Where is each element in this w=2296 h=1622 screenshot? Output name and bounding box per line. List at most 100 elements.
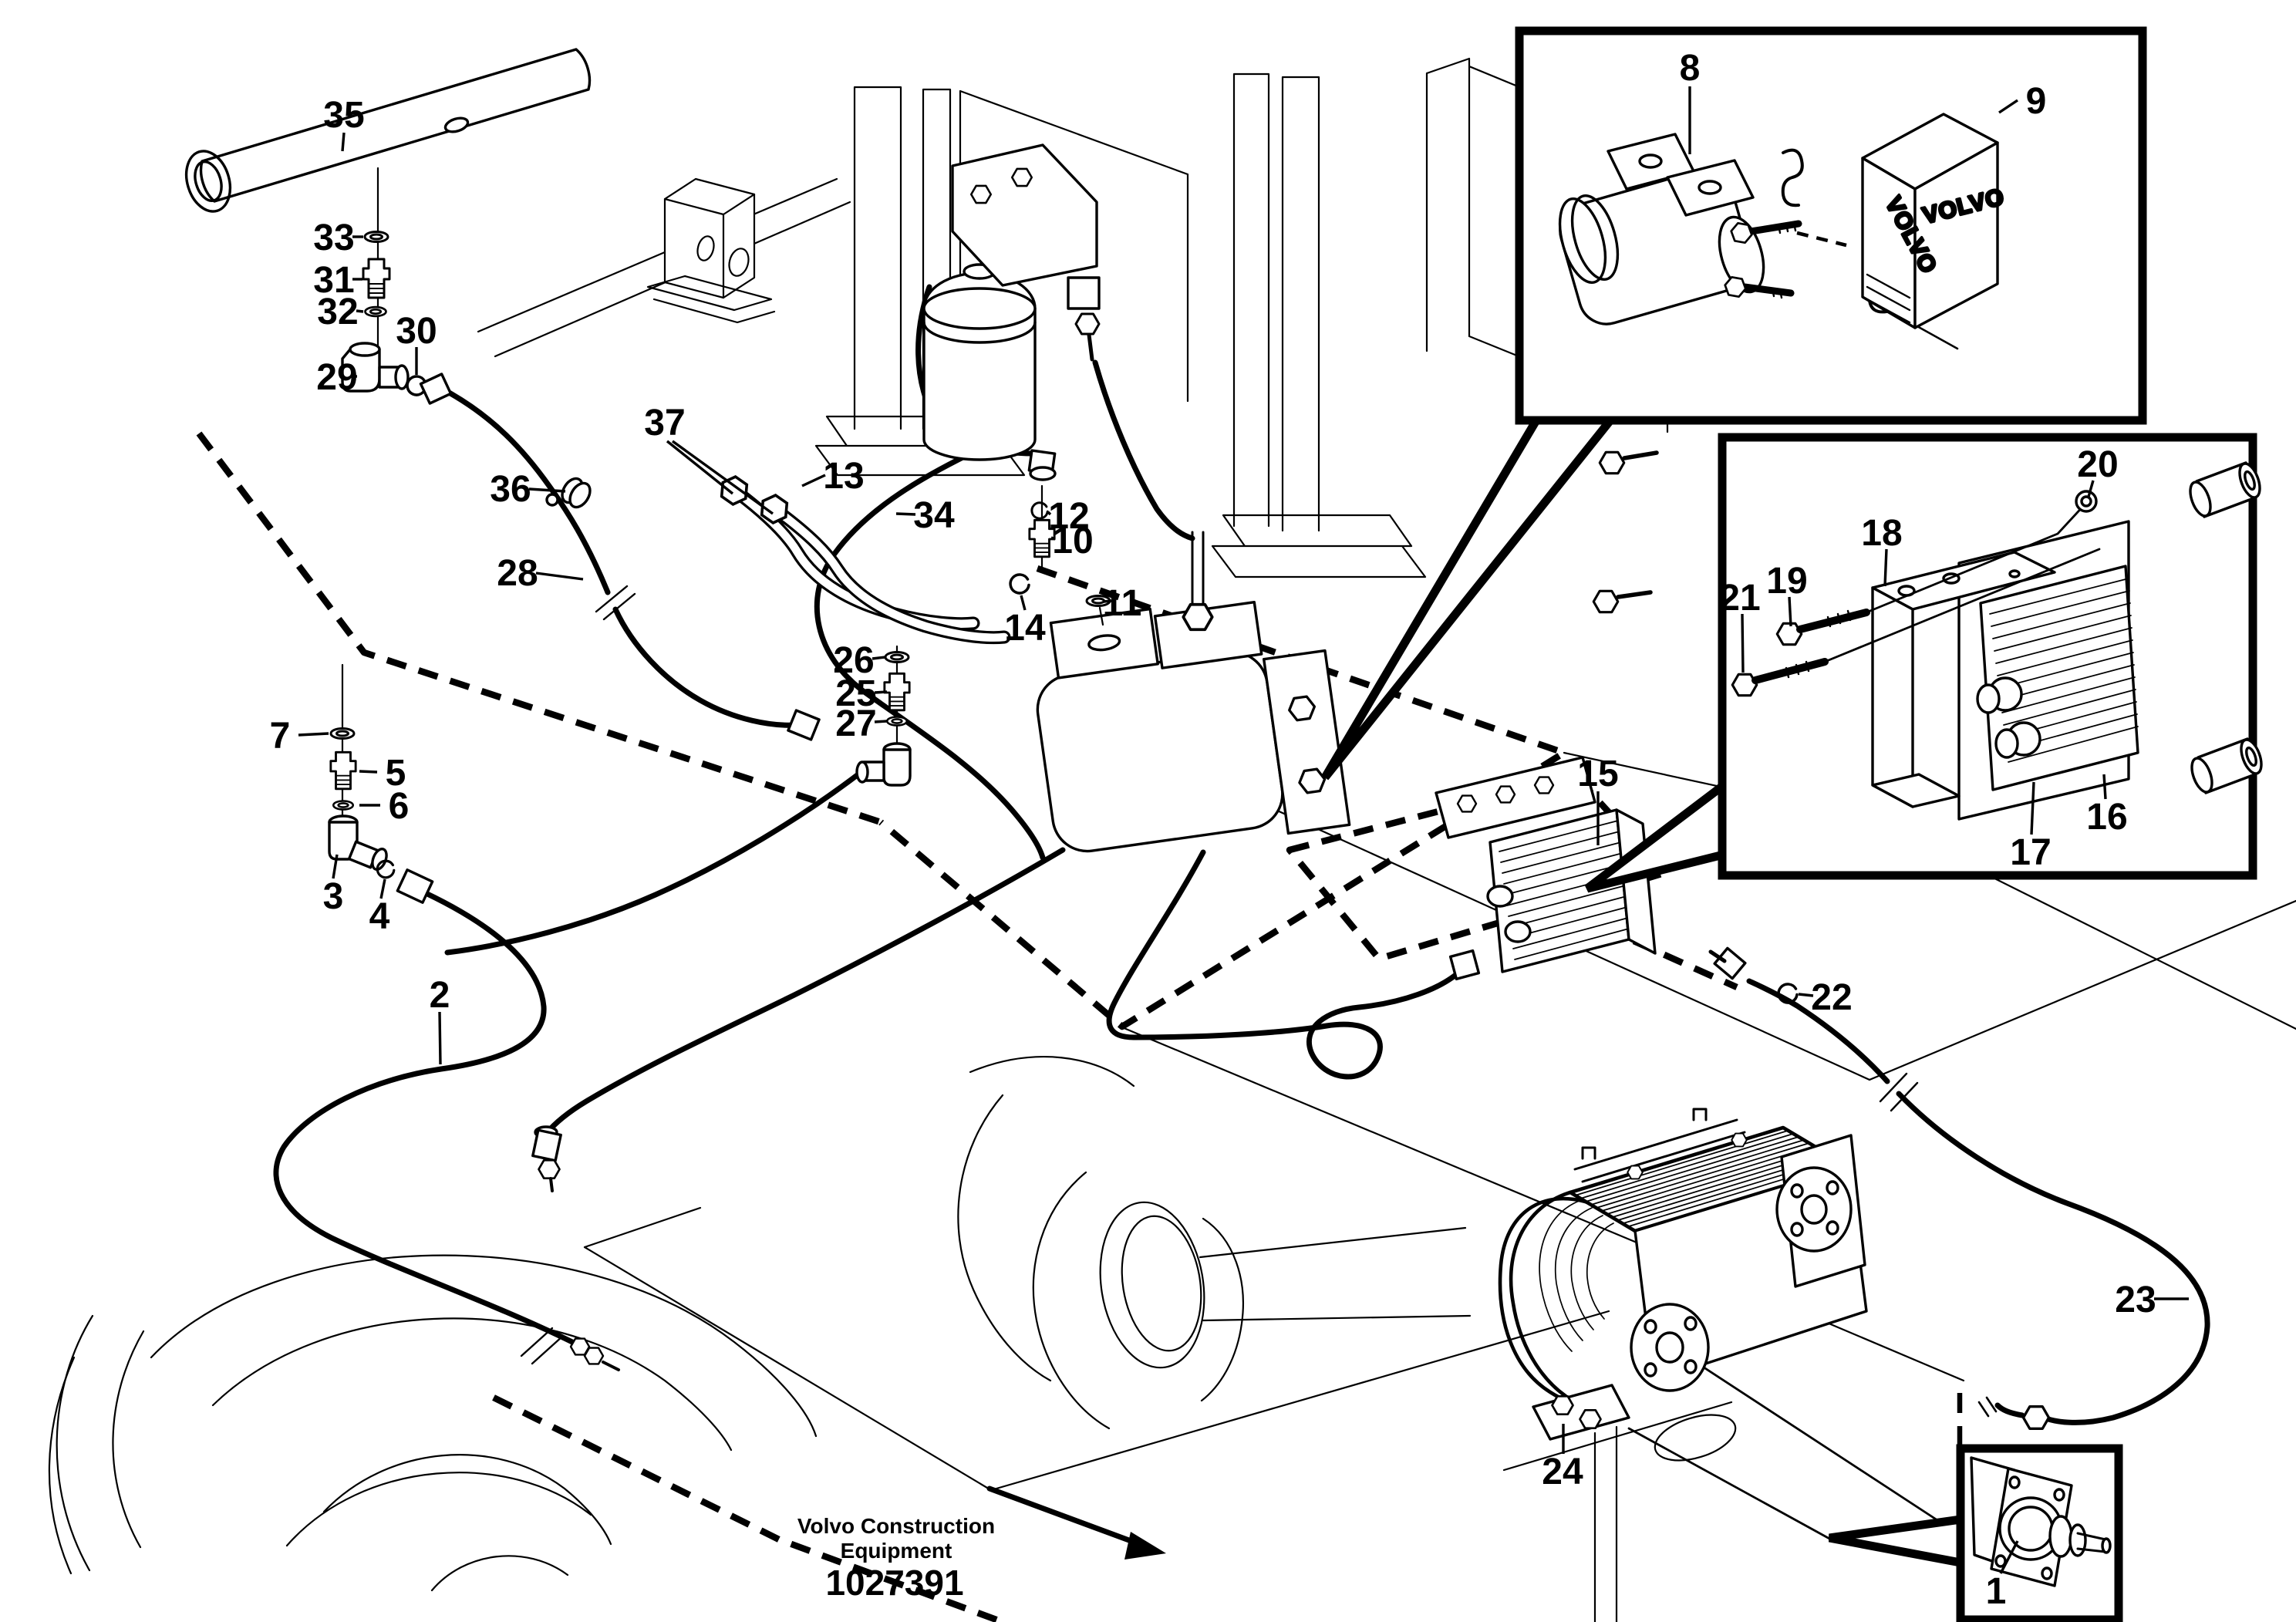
fitting-stack-7-5-6-3-4 [328, 663, 434, 904]
leader-line-7 [298, 732, 329, 737]
hose2-nut [396, 868, 434, 904]
leader-line-16 [2102, 774, 2107, 800]
washer-20 [2075, 490, 2098, 513]
hose-valve-left [543, 847, 1066, 1137]
leader-line-26 [872, 656, 886, 660]
radiator-assembly [1509, 1108, 1868, 1441]
valve-body [1036, 600, 1351, 853]
cooler-support [1502, 1401, 1737, 1622]
fitting-stack-12-10 [1027, 449, 1057, 570]
callout-8: 8 [1680, 48, 1701, 89]
elbow-29 [341, 342, 410, 393]
callout-15: 15 [1577, 754, 1618, 794]
filter-canister [922, 143, 1101, 461]
leader-line-14 [1020, 595, 1027, 611]
callout-3: 3 [323, 876, 344, 917]
leader-line-25 [874, 690, 888, 694]
callout-34: 34 [913, 495, 955, 536]
leader-line-37 [666, 440, 734, 495]
leader-line-4 [379, 878, 386, 899]
break-marks-23 [1879, 1072, 1919, 1112]
hose-2 [273, 890, 575, 1345]
hose-23 [1746, 978, 2210, 1425]
fitting-stack-left-top [341, 167, 453, 405]
callout-18: 18 [1861, 513, 1902, 554]
inset-top-right: VOLVO VOLVO [1321, 26, 2147, 781]
hose-fitting27-down [444, 768, 865, 956]
hose-stubs-37-13 [714, 471, 1011, 645]
spacer-bottom [2190, 737, 2263, 794]
callout-32: 32 [317, 292, 358, 332]
pipe-35 [184, 48, 592, 213]
canister-elbow [1067, 276, 1101, 362]
callout-4: 4 [369, 896, 390, 937]
inset-bottom-pointer [1828, 1514, 1965, 1568]
canister-bracket [951, 143, 1098, 287]
callout-22: 22 [1811, 977, 1852, 1018]
leader-line-11 [1103, 599, 1112, 603]
machine-frame [48, 57, 2296, 1622]
valve-top-pipe [1183, 531, 1212, 629]
hose-34 [814, 438, 1046, 861]
leader-line-32 [356, 309, 364, 313]
callout-13: 13 [823, 456, 864, 497]
inset-top-pointer [1321, 416, 1620, 781]
leader-line-36 [528, 487, 566, 493]
leader-line-18 [1883, 548, 1888, 587]
clip-upper [1781, 148, 1804, 207]
wheel-fitting [569, 1337, 620, 1371]
callout-28: 28 [497, 553, 538, 594]
callout-1: 1 [1986, 1571, 2007, 1612]
leader-line-3 [332, 854, 339, 879]
inset-bottom-right [1828, 1444, 2123, 1622]
leader-line-13 [801, 474, 826, 487]
dashed-reference-lines [196, 431, 1963, 1622]
callout-12: 12 [1048, 496, 1089, 537]
callout-27: 27 [835, 703, 876, 744]
leader-line-35 [341, 132, 346, 152]
callout-17: 17 [2010, 832, 2051, 873]
footer-brand-line2: Equipment [841, 1539, 952, 1563]
leader-line-20 [2087, 480, 2095, 497]
oil-cooler-15 [1435, 756, 1657, 981]
leader-line-28 [535, 572, 584, 581]
leader-line-5 [359, 770, 378, 774]
volvo-carton: VOLVO VOLVO [1861, 113, 2008, 329]
leader-line-27 [874, 720, 888, 723]
hose-valve-right [1106, 849, 1461, 1080]
leader-line-9 [1998, 99, 2018, 114]
footer-block: Volvo Construction Equipment 1027391 [797, 1514, 995, 1603]
callout-6: 6 [389, 786, 410, 827]
callout-37: 37 [644, 403, 685, 443]
callout-2: 2 [430, 975, 450, 1016]
hose23-fittings [1708, 946, 2051, 1431]
callout-19: 19 [1766, 561, 1807, 602]
callout-16: 16 [2086, 797, 2127, 838]
valve-bracket [1262, 649, 1351, 835]
callout-36: 36 [490, 469, 531, 510]
break-marks-2 [520, 1327, 565, 1365]
callout-23: 23 [2115, 1280, 2156, 1320]
hose-28 [440, 386, 801, 728]
spacer-top [2189, 461, 2261, 518]
fitting-stack-26-25-27 [855, 645, 912, 787]
bracket-pocket [646, 177, 776, 324]
callout-31: 31 [313, 260, 354, 301]
leader-line-22 [1798, 993, 1814, 997]
pump-1 [1970, 1456, 2112, 1587]
callout-9: 9 [2026, 81, 2047, 122]
callout-33: 33 [313, 218, 354, 258]
inset-right [1584, 433, 2263, 893]
leader-line-37 [672, 440, 774, 515]
callout-26: 26 [833, 640, 874, 681]
callout-11: 11 [1103, 583, 1142, 624]
insets: VOLVO VOLVO [1321, 26, 2263, 1622]
leader-line-19 [1788, 596, 1792, 627]
hose28-end-nut [787, 709, 821, 741]
leader-line-12 [1047, 511, 1052, 516]
clamp-36 [545, 477, 592, 509]
callout-5: 5 [386, 753, 406, 794]
